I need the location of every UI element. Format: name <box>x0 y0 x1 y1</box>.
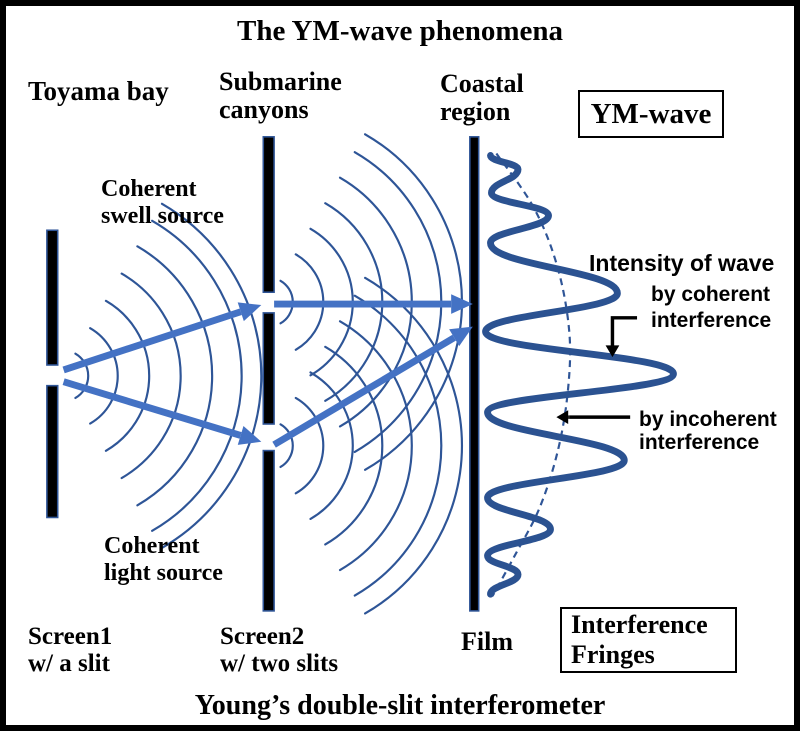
label-line: Screen1 <box>28 623 113 650</box>
label-line: w/ a slit <box>28 650 110 677</box>
single-slit-waves-arc <box>160 202 263 549</box>
label-line: Coherent <box>101 176 197 202</box>
lower-slit-waves-arc <box>353 294 443 597</box>
label-line: Submarine <box>219 67 342 96</box>
diagram-graphics <box>46 133 677 615</box>
label-by-coherent-interference: by coherent interference <box>651 282 771 334</box>
screen1-top <box>46 229 59 366</box>
label-line: swell source <box>101 203 224 229</box>
label-submarine-canyons: Submarine canyons <box>219 68 342 124</box>
screen1-bottom <box>46 384 59 519</box>
label-line: by incoherent <box>639 408 777 431</box>
intensity-curve <box>482 152 677 598</box>
wave-arrow-1-shaft <box>62 378 242 439</box>
label-line: region <box>440 97 511 126</box>
envelope-curve <box>491 152 572 597</box>
label-toyama-bay: Toyama bay <box>28 76 169 106</box>
label-film: Film <box>461 627 513 656</box>
single-slit-waves-arc <box>120 272 182 480</box>
single-slit-waves-arc <box>89 327 119 425</box>
label-line: interference <box>651 309 772 332</box>
lower-slit-waves-arc <box>279 423 294 469</box>
single-slit-waves-arc <box>136 245 214 507</box>
ym-wave-box: YM-wave <box>578 90 724 138</box>
label-coastal-region: Coastal region <box>440 70 524 126</box>
label-coherent-light-source: Coherent light source <box>104 533 223 587</box>
screen2-top <box>262 136 275 294</box>
diagram-footer: Young’s double-slit interferometer <box>194 690 606 721</box>
screens-and-film <box>46 136 480 612</box>
lower-slit-waves-arc <box>294 396 325 495</box>
label-line: by coherent <box>651 283 771 306</box>
single-slit-waves-arc <box>74 352 90 400</box>
film <box>469 136 480 612</box>
label-by-incoherent-interference: by incoherent interference <box>639 408 777 454</box>
label-line: Coastal <box>440 69 524 98</box>
label-coherent-swell-source: Coherent swell source <box>101 176 224 230</box>
ym-wave-box-label: YM-wave <box>590 97 712 130</box>
coherent-pointer-head <box>605 345 620 358</box>
intensity-fringe-curve <box>482 152 677 598</box>
single-slit-waves-arc <box>151 219 243 532</box>
annotation-arrows <box>556 316 638 425</box>
wave-arrow-3-head <box>449 326 473 347</box>
wave-arrow-3-shaft <box>272 334 456 448</box>
label-line: Interference <box>571 610 708 639</box>
lower-slit-waves-arc <box>364 276 463 615</box>
label-line: Screen2 <box>220 623 305 650</box>
diagram-title: The YM-wave phenomena <box>237 15 563 47</box>
single-slit-waves-arc <box>104 299 151 452</box>
label-line: w/ two slits <box>220 650 339 677</box>
label-line: Coherent <box>104 533 200 559</box>
label-line: Fringes <box>571 640 655 669</box>
wave-arrow-0-shaft <box>62 308 242 374</box>
incoherent-pointer-head <box>556 410 569 425</box>
label-intensity-of-wave: Intensity of wave <box>589 250 775 276</box>
screen2-middle <box>262 312 275 425</box>
lower-slit-waves-arc <box>309 371 354 520</box>
coherent-pointer-line <box>610 316 638 347</box>
wave-arrow-2-head <box>451 294 473 314</box>
wave-arrow-1-head <box>237 426 262 445</box>
interference-fringes-box: Interference Fringes <box>560 607 737 673</box>
lower-slit-waves-arc <box>324 345 384 546</box>
lower-slit-waves-arc <box>338 320 413 572</box>
screen2-bottom <box>262 449 275 612</box>
label-line: light source <box>104 560 223 586</box>
label-line: interference <box>639 431 760 454</box>
wave-direction-arrows <box>62 294 473 448</box>
label-screen2: Screen2 w/ two slits <box>220 623 338 677</box>
incoherent-envelope <box>491 152 572 597</box>
label-line: canyons <box>219 95 309 124</box>
wave-arrow-0-head <box>237 302 262 322</box>
label-screen1: Screen1 w/ a slit <box>28 623 112 677</box>
